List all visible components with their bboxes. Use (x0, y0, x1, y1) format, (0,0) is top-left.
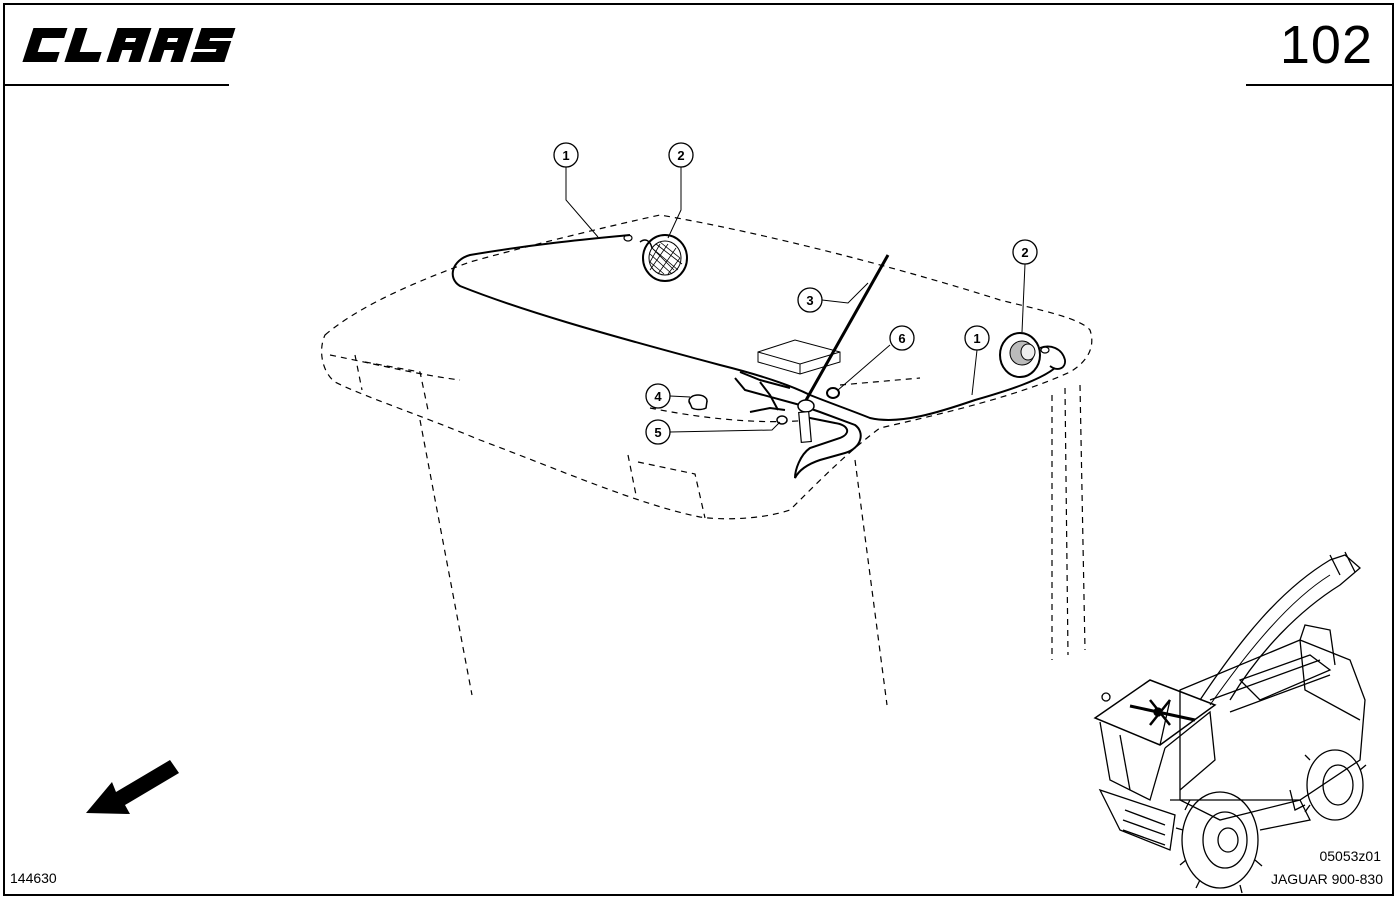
svg-text:6: 6 (898, 331, 905, 346)
svg-text:5: 5 (654, 425, 661, 440)
callout-1b: 1 (964, 325, 990, 351)
leader-lines (565, 167, 1026, 433)
speaker-right (999, 332, 1066, 378)
callout-1a: 1 (553, 142, 579, 168)
svg-text:2: 2 (677, 148, 684, 163)
page-frame (3, 3, 1394, 896)
svg-text:4: 4 (654, 389, 662, 404)
cab-roof-outline (321, 214, 1093, 706)
cap-part (688, 394, 708, 411)
svg-text:1: 1 (562, 148, 569, 163)
grommet (826, 387, 840, 399)
callout-6: 6 (889, 325, 915, 351)
svg-text:2: 2 (1021, 245, 1028, 260)
callout-2a: 2 (668, 142, 694, 168)
antenna (797, 254, 890, 444)
callout-4: 4 (645, 383, 671, 409)
claas-logo (22, 28, 236, 62)
speaker-left (623, 234, 688, 282)
harvester-thumbnail (1093, 551, 1367, 894)
callout-2b: 2 (1012, 239, 1038, 265)
header-rule-left (3, 84, 229, 86)
callout-3: 3 (797, 287, 823, 313)
svg-text:1: 1 (973, 331, 980, 346)
radio-unit (757, 339, 841, 375)
svg-text:3: 3 (806, 293, 813, 308)
drawing-id: 144630 (10, 870, 57, 886)
figure-code: 05053z01 (1319, 848, 1381, 864)
page-number: 102 (1279, 15, 1373, 75)
model-name: JAGUAR 900-830 (1270, 871, 1383, 887)
wiring-harness (451, 234, 1056, 479)
direction-arrow-icon (86, 760, 179, 814)
header-rule-right (1246, 84, 1394, 86)
callout-5: 5 (645, 419, 671, 445)
